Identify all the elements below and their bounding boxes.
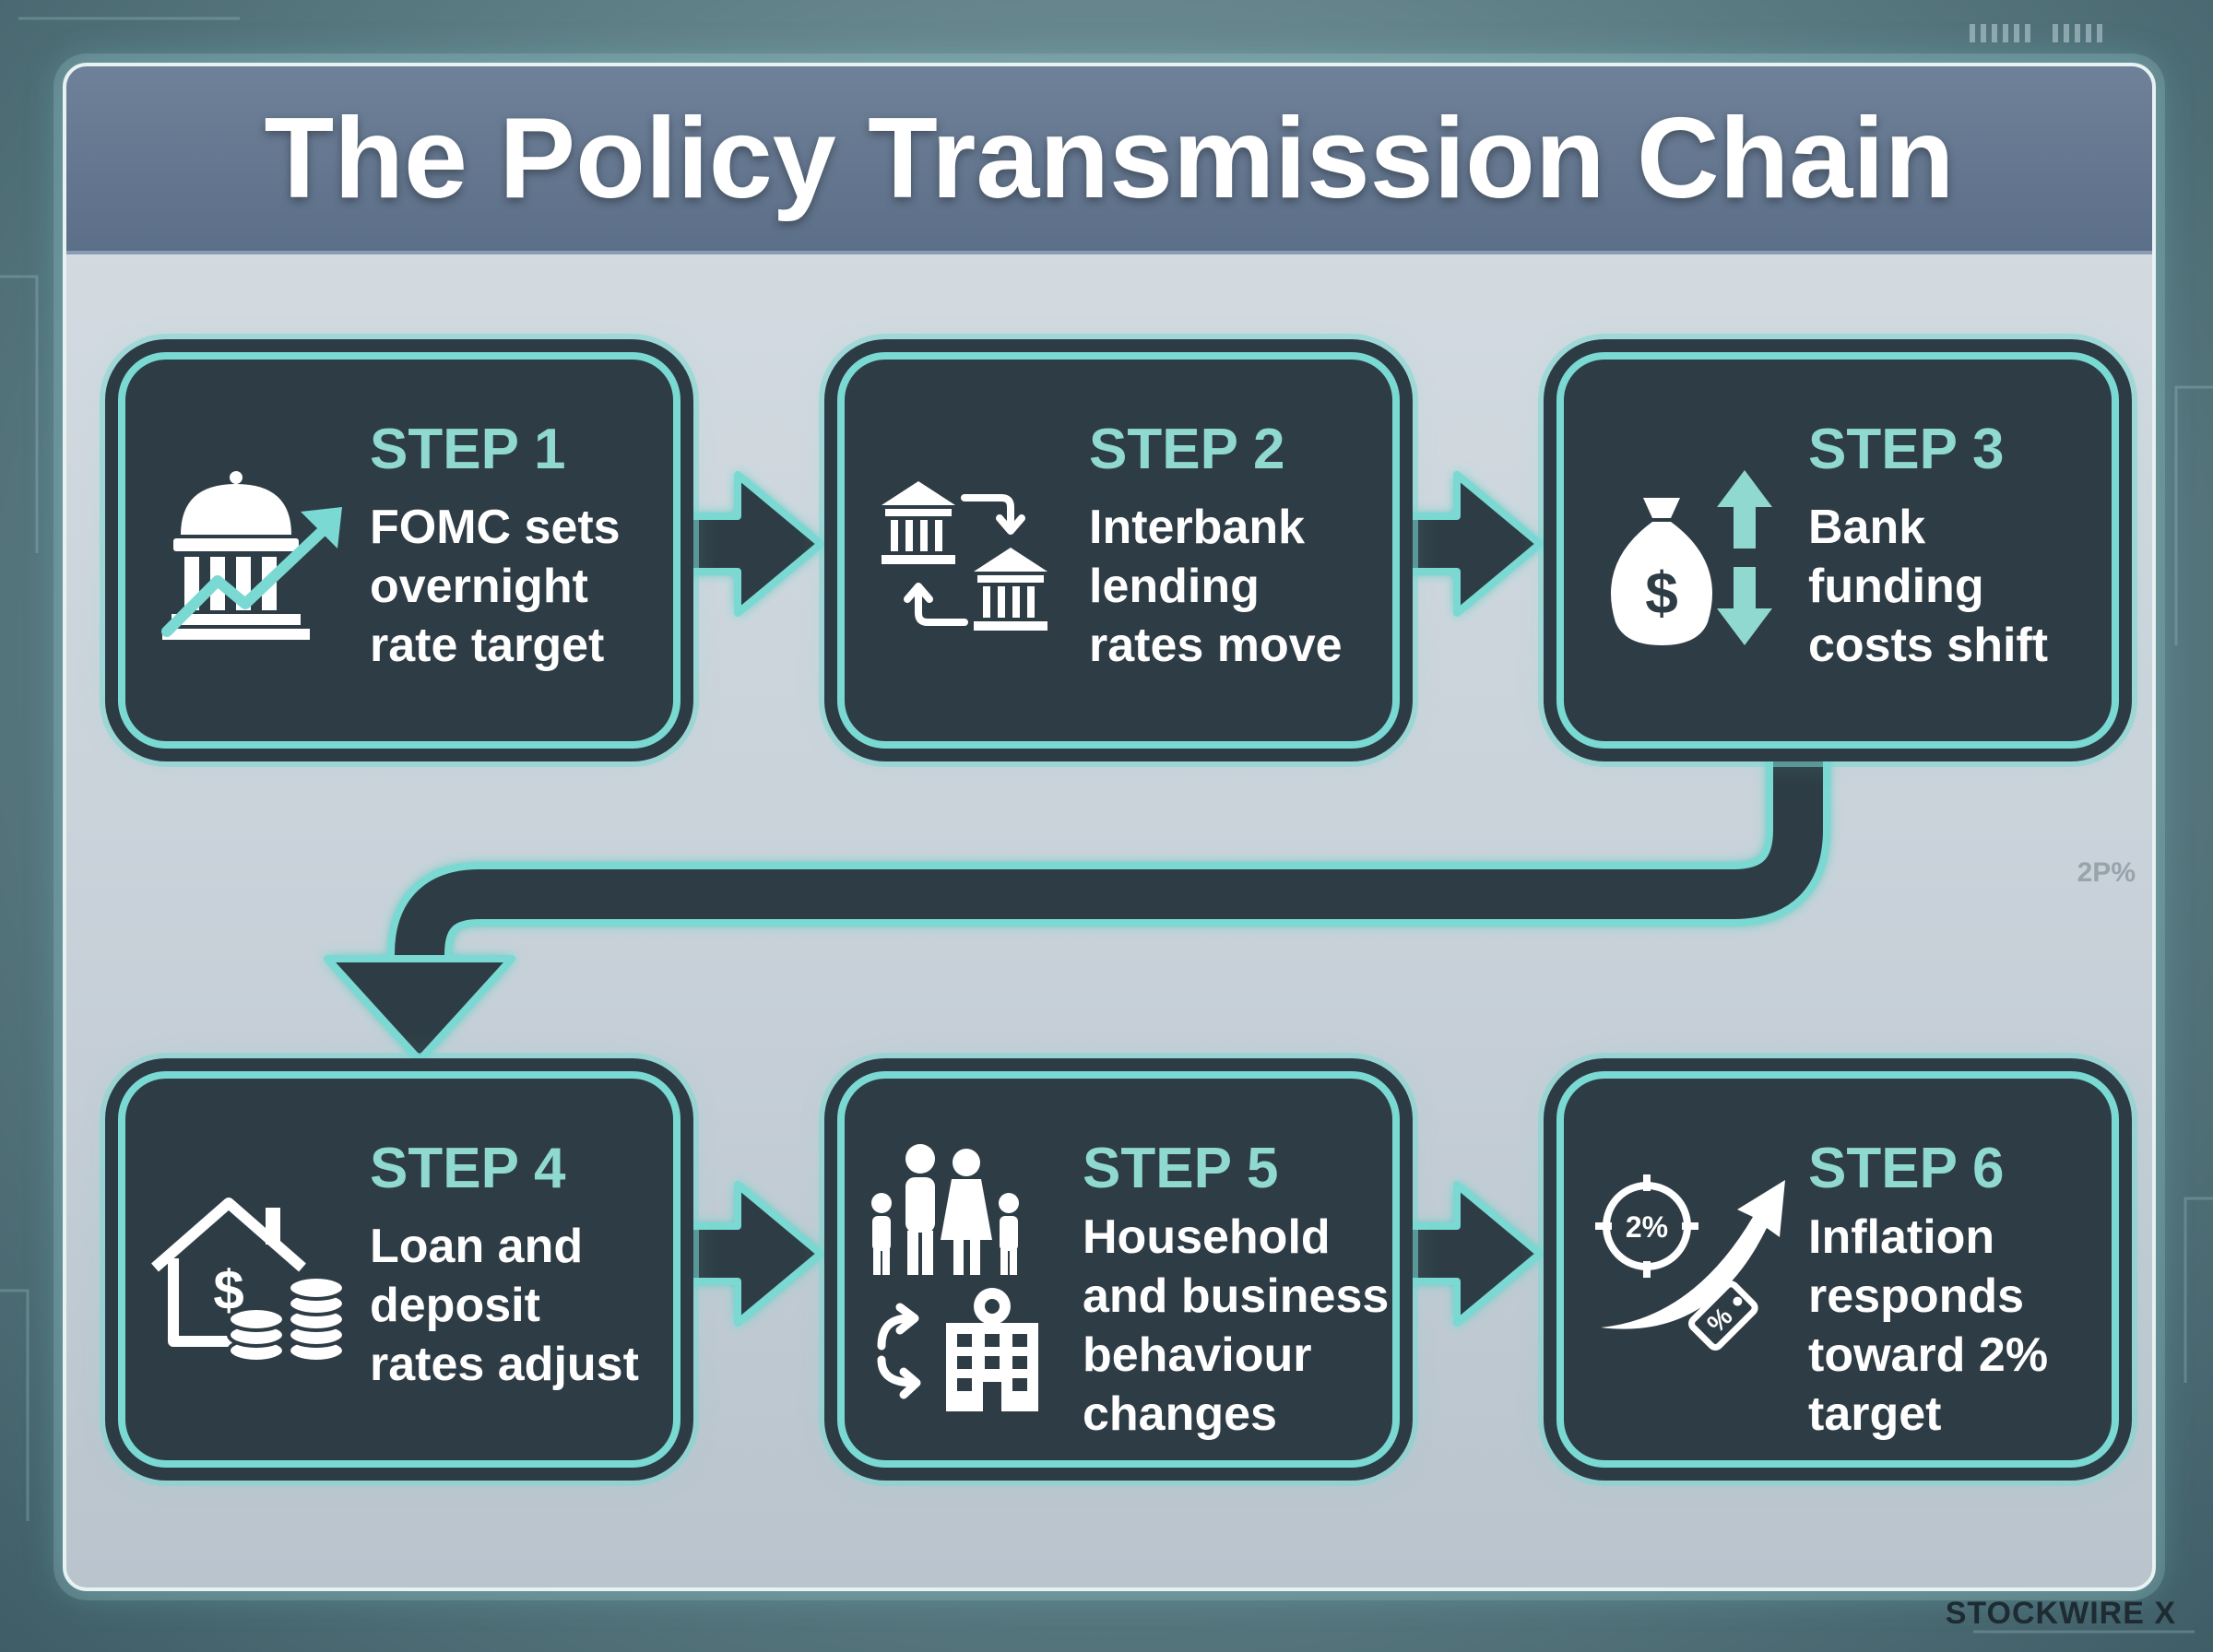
central-bank-rising-arrow-icon: [153, 461, 356, 650]
title-bar: The Policy Transmission Chain: [66, 66, 2152, 254]
arrow-step1-to-step2: [669, 471, 824, 617]
step-card-2: STEP 2 Interbank lending rates move: [837, 352, 1400, 749]
step-description: Inflation responds toward 2% target: [1808, 1210, 2049, 1441]
step-card-3: $ STEP 3 Bank funding costs shift: [1556, 352, 2119, 749]
arrow-step2-to-step3: [1389, 471, 1544, 617]
corner-bar-decoration: [1970, 24, 2102, 42]
house-coins-icon: $: [146, 1180, 358, 1378]
step-description: Interbank lending rates move: [1089, 501, 1343, 672]
money-bag-up-down-icon: $: [1597, 461, 1800, 659]
step-label: STEP 4: [370, 1137, 566, 1200]
step-label: STEP 2: [1089, 418, 1285, 481]
step-card-1: STEP 1 FOMC sets overnight rate target: [118, 352, 680, 749]
svg-text:$: $: [1645, 560, 1678, 626]
family-business-icon: [863, 1139, 1075, 1420]
background-label: 2P%: [2077, 857, 2136, 888]
step-label: STEP 5: [1083, 1137, 1279, 1200]
step-card-5: STEP 5 Household and business behaviour …: [837, 1071, 1400, 1468]
step-card-4: $ STEP 4 Loan and deposit rates adjust: [118, 1071, 680, 1468]
bank-exchange-icon: [872, 470, 1075, 659]
target-badge-text: 2%: [1626, 1210, 1668, 1244]
step-description: Loan and deposit rates adjust: [370, 1220, 639, 1391]
arrow-step3-to-step4: [324, 747, 1830, 1064]
step-description: FOMC sets overnight rate target: [370, 501, 621, 672]
step-label: STEP 6: [1808, 1137, 2005, 1200]
brand-watermark: STOCKWIRE X: [1945, 1596, 2176, 1631]
step-card-6: 2% % STEP 6 Inflation responds toward 2%…: [1556, 1071, 2119, 1468]
step-label: STEP 3: [1808, 418, 2005, 481]
page-title: The Policy Transmission Chain: [264, 95, 1955, 222]
step-description: Bank funding costs shift: [1808, 501, 2049, 672]
arrow-step5-to-step6: [1389, 1181, 1544, 1327]
arrow-step4-to-step5: [669, 1181, 824, 1327]
step-label: STEP 1: [370, 418, 566, 481]
target-arrow-tag-icon: 2% %: [1582, 1162, 1804, 1387]
step-description: Household and business behaviour changes: [1083, 1210, 1390, 1441]
